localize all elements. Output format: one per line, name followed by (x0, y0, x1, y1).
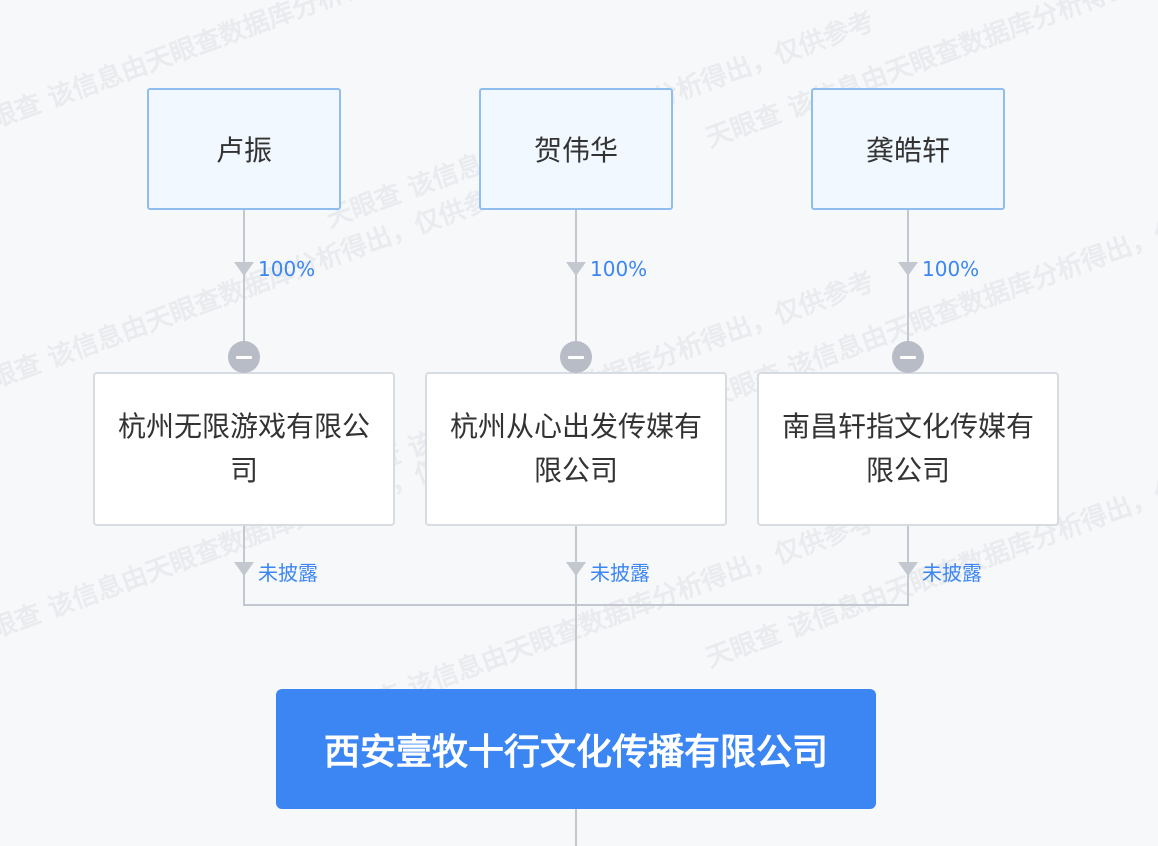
company-name: 南昌轩指文化传媒有限公司 (781, 410, 1034, 487)
company-name: 杭州无限游戏有限公司 (117, 410, 370, 487)
share-undisclosed-label: 未披露 (590, 561, 650, 585)
intermediate-company-node[interactable]: 杭州从心出发传媒有限公司 (425, 372, 727, 526)
shareholder-name: 卢振 (215, 134, 272, 167)
share-undisclosed-label: 未披露 (922, 561, 982, 585)
share-undisclosed-label: 未披露 (258, 561, 318, 585)
collapse-button[interactable] (892, 341, 924, 373)
share-percentage-label: 100% (258, 257, 316, 281)
shareholder-node[interactable]: 贺伟华 (479, 88, 673, 210)
shareholder-node[interactable]: 龚皓轩 (811, 88, 1005, 210)
shareholder-name: 贺伟华 (533, 134, 618, 167)
arrow-down-icon (234, 562, 254, 576)
arrow-down-icon (898, 262, 918, 276)
arrow-down-icon (566, 562, 586, 576)
target-company-name: 西安壹牧十行文化传播有限公司 (323, 732, 828, 773)
intermediate-company-node[interactable]: 杭州无限游戏有限公司 (93, 372, 395, 526)
share-percentage-label: 100% (590, 257, 648, 281)
minus-icon (900, 355, 916, 359)
collapse-button[interactable] (228, 341, 260, 373)
minus-icon (568, 355, 584, 359)
target-company-node[interactable]: 西安壹牧十行文化传播有限公司 (276, 689, 876, 809)
shareholder-node[interactable]: 卢振 (147, 88, 341, 210)
collapse-button[interactable] (560, 341, 592, 373)
minus-icon (236, 355, 252, 359)
shareholder-name: 龚皓轩 (865, 134, 950, 167)
company-name: 杭州从心出发传媒有限公司 (449, 410, 702, 487)
intermediate-company-node[interactable]: 南昌轩指文化传媒有限公司 (757, 372, 1059, 526)
arrow-down-icon (898, 562, 918, 576)
arrow-down-icon (234, 262, 254, 276)
arrow-down-icon (566, 262, 586, 276)
share-percentage-label: 100% (922, 257, 980, 281)
